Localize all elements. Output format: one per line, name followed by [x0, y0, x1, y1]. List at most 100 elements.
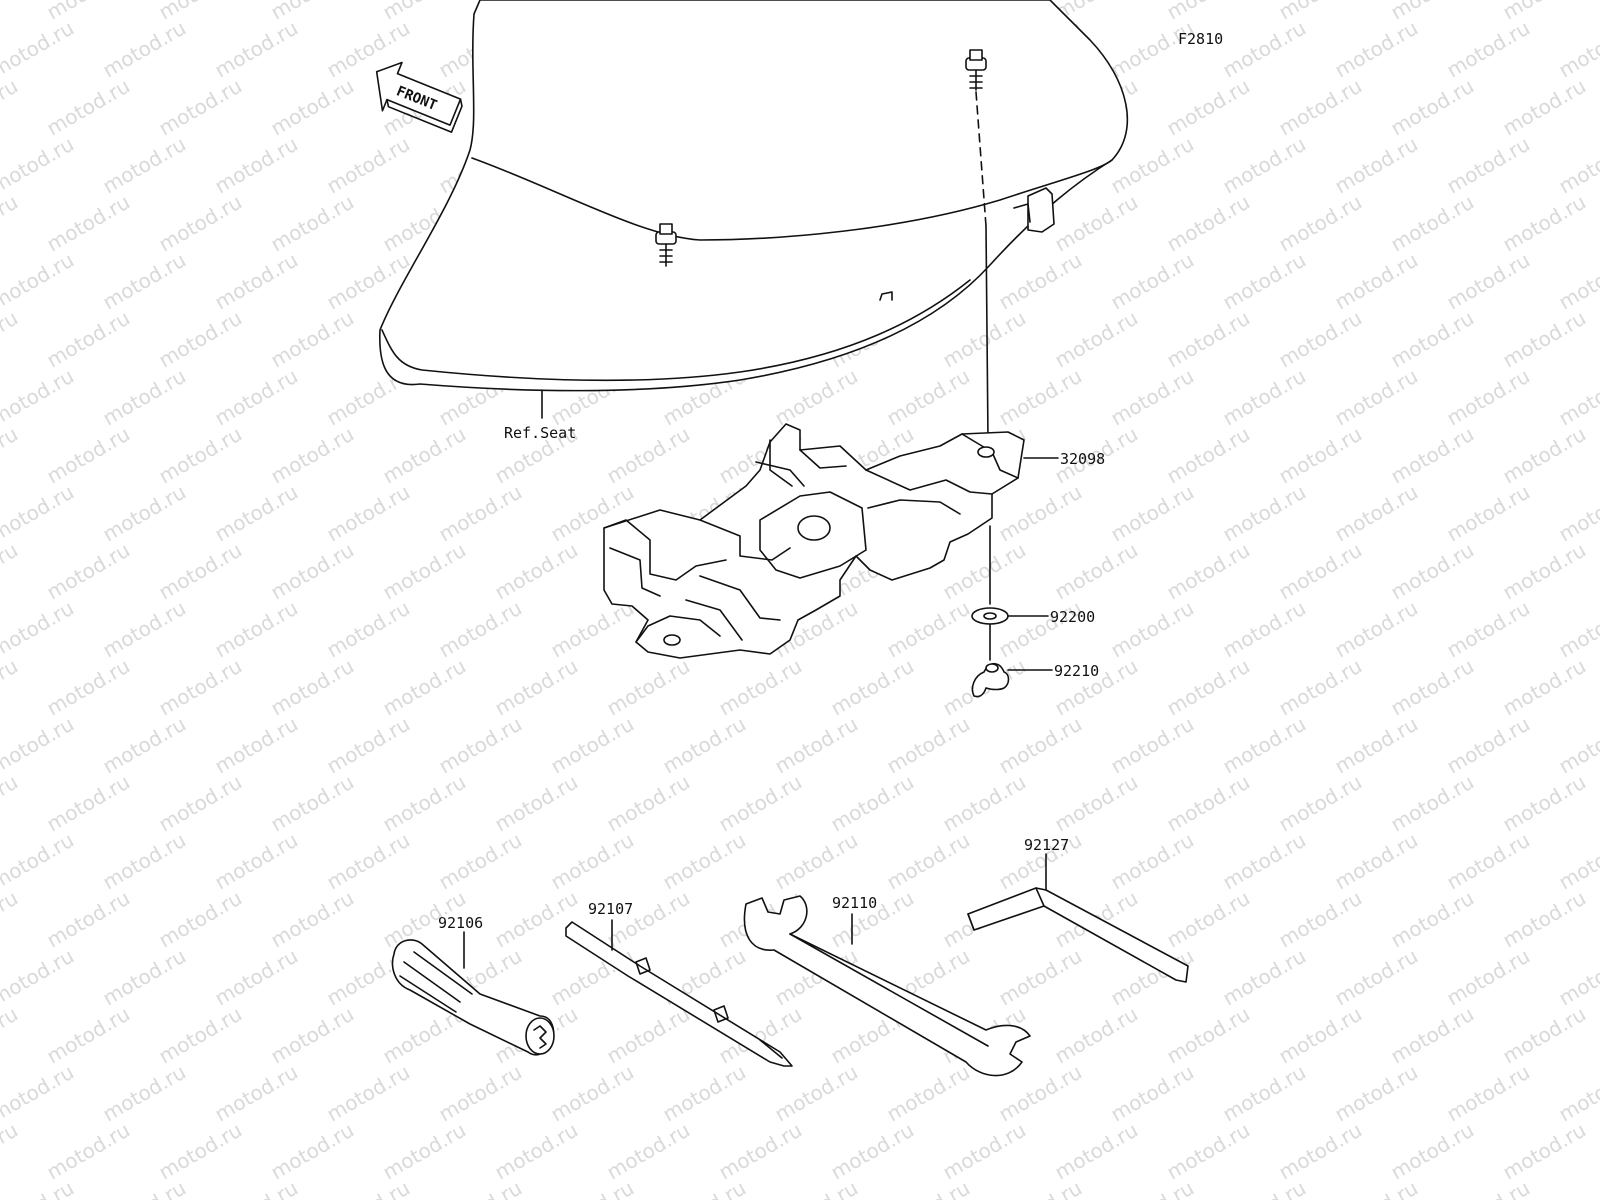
watermark-text: motod.ru — [1499, 306, 1590, 373]
watermark-text: motod.ru — [435, 596, 526, 663]
watermark-text: motod.ru — [1443, 480, 1534, 547]
watermark-text: motod.ru — [267, 190, 358, 257]
watermark-text: motod.ru — [43, 770, 134, 837]
watermark-text: motod.ru — [1387, 654, 1478, 721]
watermark-text: motod.ru — [1555, 944, 1600, 1011]
watermark-text: motod.ru — [1387, 74, 1478, 141]
watermark-text: motod.ru — [1163, 1002, 1254, 1069]
watermark-text: motod.ru — [0, 16, 78, 83]
watermark-text: motod.ru — [267, 306, 358, 373]
watermark-text: motod.ru — [491, 886, 582, 953]
watermark-text: motod.ru — [1331, 480, 1422, 547]
watermark-text: motod.ru — [1555, 364, 1600, 431]
watermark-text: motod.ru — [211, 480, 302, 547]
watermark-text: motod.ru — [211, 828, 302, 895]
watermark-text: motod.ru — [155, 770, 246, 837]
watermark-text: motod.ru — [155, 886, 246, 953]
figure-code: F2810 — [1178, 30, 1223, 48]
watermark-text: motod.ru — [0, 538, 22, 605]
watermark-text: motod.ru — [1387, 422, 1478, 489]
watermark-text: motod.ru — [99, 828, 190, 895]
watermark-text: motod.ru — [99, 16, 190, 83]
watermark-text: motod.ru — [771, 828, 862, 895]
watermark-text: motod.ru — [43, 1118, 134, 1185]
watermark-text: motod.ru — [1387, 190, 1478, 257]
watermark-text: motod.ru — [1163, 74, 1254, 141]
watermark-text: motod.ru — [211, 16, 302, 83]
watermark-text: motod.ru — [1499, 422, 1590, 489]
watermark-text: motod.ru — [0, 0, 22, 24]
watermark-text: motod.ru — [1107, 248, 1198, 315]
watermark-text: motod.ru — [1331, 944, 1422, 1011]
watermark-text: motod.ru — [379, 538, 470, 605]
watermark-text: motod.ru — [1219, 480, 1310, 547]
watermark-text: motod.ru — [659, 828, 750, 895]
watermark-text: motod.ru — [715, 770, 806, 837]
watermark-text: motod.ru — [1051, 1118, 1142, 1185]
watermark-text: motod.ru — [659, 1060, 750, 1127]
watermark-text: motod.ru — [491, 770, 582, 837]
label-92106: 92106 — [438, 914, 483, 932]
watermark-text: motod.ru — [211, 132, 302, 199]
watermark-text: motod.ru — [1107, 712, 1198, 779]
label-92200: 92200 — [1050, 608, 1095, 626]
watermark-text: motod.ru — [603, 1118, 694, 1185]
watermark-text: motod.ru — [1219, 828, 1310, 895]
watermark-text: motod.ru — [267, 770, 358, 837]
watermark-text: motod.ru — [99, 596, 190, 663]
watermark-text: motod.ru — [1555, 248, 1600, 315]
watermark-text: motod.ru — [1331, 712, 1422, 779]
watermark-text: motod.ru — [547, 1060, 638, 1127]
watermark-text: motod.ru — [1499, 654, 1590, 721]
watermark-text: motod.ru — [827, 1118, 918, 1185]
watermark-text: motod.ru — [0, 190, 22, 257]
watermark-text: motod.ru — [1275, 770, 1366, 837]
watermark-text: motod.ru — [267, 1002, 358, 1069]
watermark-text: motod.ru — [267, 74, 358, 141]
watermark-text: motod.ru — [1331, 364, 1422, 431]
watermark-text: motod.ru — [435, 480, 526, 547]
watermark-text: motod.ru — [1163, 422, 1254, 489]
watermark-text: motod.ru — [1219, 248, 1310, 315]
watermark-text: motod.ru — [435, 1176, 526, 1200]
watermark-text: motod.ru — [435, 1060, 526, 1127]
label-92110: 92110 — [832, 894, 877, 912]
label-92107: 92107 — [588, 900, 633, 918]
watermark-text: motod.ru — [1051, 770, 1142, 837]
watermark-text: motod.ru — [99, 712, 190, 779]
label-ref-seat: Ref.Seat — [504, 424, 576, 442]
watermark-text: motod.ru — [1387, 1118, 1478, 1185]
watermark-text: motod.ru — [0, 364, 78, 431]
watermark-text: motod.ru — [883, 712, 974, 779]
watermark-text: motod.ru — [0, 944, 78, 1011]
watermark-text: motod.ru — [771, 712, 862, 779]
watermark-text: motod.ru — [939, 306, 1030, 373]
watermark-text: motod.ru — [603, 886, 694, 953]
watermark-text: motod.ru — [323, 596, 414, 663]
watermark-text: motod.ru — [1555, 480, 1600, 547]
watermark-text: motod.ru — [155, 654, 246, 721]
watermark-text: motod.ru — [323, 480, 414, 547]
watermark-text: motod.ru — [1443, 364, 1534, 431]
watermark-text: motod.ru — [1219, 132, 1310, 199]
wrench-icon — [743, 895, 1031, 1077]
watermark-text: motod.ru — [0, 712, 78, 779]
washer-icon — [971, 607, 1009, 625]
watermark-text: motod.ru — [1331, 16, 1422, 83]
watermark-text: motod.ru — [0, 248, 78, 315]
watermark-text: motod.ru — [323, 1176, 414, 1200]
watermark-text: motod.ru — [1387, 306, 1478, 373]
watermark-text: motod.ru — [0, 596, 78, 663]
wing-nut-icon — [971, 662, 1010, 698]
watermark-text: motod.ru — [267, 538, 358, 605]
watermark-text: motod.ru — [0, 828, 78, 895]
watermark-text: motod.ru — [43, 1002, 134, 1069]
watermark-text: motod.ru — [379, 422, 470, 489]
watermark-text: motod.ru — [1107, 480, 1198, 547]
watermark-text: motod.ru — [99, 944, 190, 1011]
watermark-text: motod.ru — [211, 1176, 302, 1200]
watermark-text: motod.ru — [883, 596, 974, 663]
watermark-text: motod.ru — [1163, 190, 1254, 257]
watermark-text: motod.ru — [1443, 596, 1534, 663]
watermark-text: motod.ru — [379, 1118, 470, 1185]
